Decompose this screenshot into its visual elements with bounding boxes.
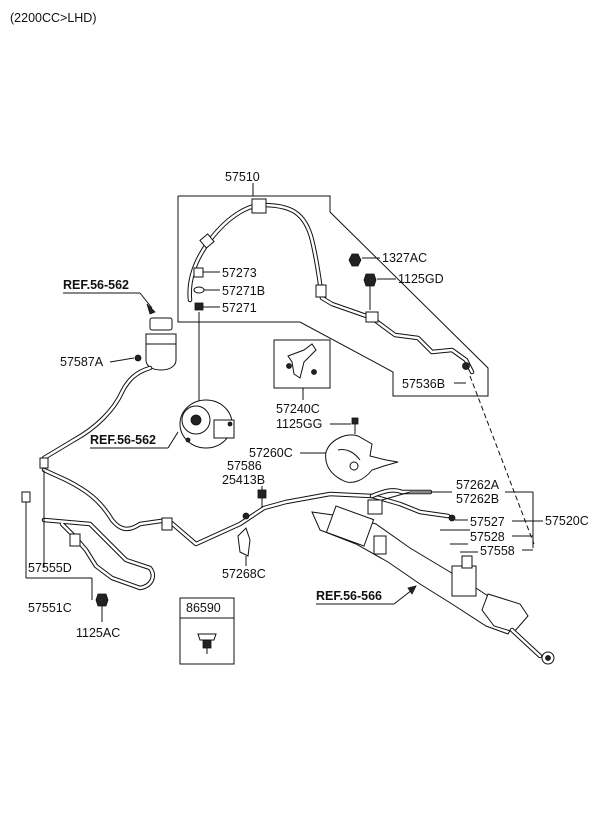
label-57240C: 57240C xyxy=(276,402,320,416)
mount-57262A xyxy=(367,499,383,515)
pressure-hose-box xyxy=(177,195,489,397)
gear-boot xyxy=(325,505,375,547)
hose-fitting-upper xyxy=(199,233,215,249)
clip-group: 57586 25413B 57268C xyxy=(222,459,267,581)
label-57268C: 57268C xyxy=(222,567,266,581)
reservoir-57587A xyxy=(145,333,177,371)
label-57273: 57273 xyxy=(222,266,257,280)
clamp-25413B xyxy=(257,489,267,499)
clamp-57587A xyxy=(134,354,142,362)
label-25413B: 25413B xyxy=(222,473,265,487)
label-1125GG: 1125GG xyxy=(276,417,322,431)
clip-86590 xyxy=(197,633,217,641)
label-57260C: 57260C xyxy=(249,446,293,460)
pressure-hose-inner xyxy=(188,203,474,374)
label-57536B: 57536B xyxy=(402,377,445,391)
hose-fitting-end xyxy=(315,284,327,298)
oring-57527 xyxy=(448,514,456,522)
part-86590-group: 86590 xyxy=(179,597,235,665)
return-lines-group: 57555D 57551C 1125AC xyxy=(21,457,451,640)
label-86590: 86590 xyxy=(186,601,221,615)
label-57551C: 57551C xyxy=(28,601,72,615)
bracket-group: 57240C 1125GG xyxy=(273,339,359,434)
heat-shield-57260C xyxy=(325,434,399,483)
reservoir-group: REF.56-562 57587A xyxy=(41,278,177,461)
label-57510: 57510 xyxy=(225,170,260,184)
hose-clamp xyxy=(251,198,267,214)
bolt-1125GG xyxy=(351,417,359,425)
clamp-57268C xyxy=(237,527,251,557)
ref-pump: REF.56-562 xyxy=(90,433,156,447)
clip-57555D xyxy=(21,491,31,503)
valve-body xyxy=(451,565,477,597)
label-57262A: 57262A xyxy=(456,478,500,492)
ref-gear: REF.56-566 xyxy=(316,589,382,603)
pump-group: REF.56-562 xyxy=(90,312,235,449)
label-1125AC: 1125AC xyxy=(76,626,120,640)
bracket-57240C xyxy=(287,343,317,379)
mount-bush xyxy=(373,535,387,555)
hose-end-fitting xyxy=(462,362,470,370)
label-57262B: 57262B xyxy=(456,492,499,506)
label-57587A: 57587A xyxy=(60,355,104,369)
bracket-box xyxy=(273,339,331,389)
bolt-57273 xyxy=(193,267,204,278)
nut-1327AC xyxy=(348,253,362,267)
label-57558: 57558 xyxy=(480,544,515,558)
variant-header: (2200CC>LHD) xyxy=(10,11,97,25)
gear-labels-group: 57262A 57262B 57527 57528 57558 57520C xyxy=(381,375,589,558)
label-57271B: 57271B xyxy=(222,284,265,298)
part-86590-box xyxy=(179,597,235,665)
bolt-1125GD xyxy=(363,273,377,287)
bolt-1125AC xyxy=(95,593,109,607)
label-57586: 57586 xyxy=(227,459,262,473)
label-1327AC: 1327AC xyxy=(382,251,427,265)
steering-gear-group: REF.56-566 xyxy=(311,488,555,665)
reservoir-cap xyxy=(149,317,173,331)
pressure-hose-group: 57510 57273 57271B 57271 1327AC 1125GD 5… xyxy=(177,170,489,397)
dashed-reference-line xyxy=(469,375,535,545)
label-57527: 57527 xyxy=(470,515,505,529)
hose-bracket xyxy=(365,311,379,323)
label-57555D: 57555D xyxy=(28,561,72,575)
heat-shield-group: 57260C xyxy=(249,434,399,483)
label-1125GD: 1125GD xyxy=(398,272,444,286)
label-57271: 57271 xyxy=(222,301,257,315)
washer-57271B xyxy=(193,286,205,294)
ref-reservoir: REF.56-562 xyxy=(63,278,129,292)
seal-57271 xyxy=(194,302,204,311)
label-57520C: 57520C xyxy=(545,514,589,528)
label-57528: 57528 xyxy=(470,530,505,544)
